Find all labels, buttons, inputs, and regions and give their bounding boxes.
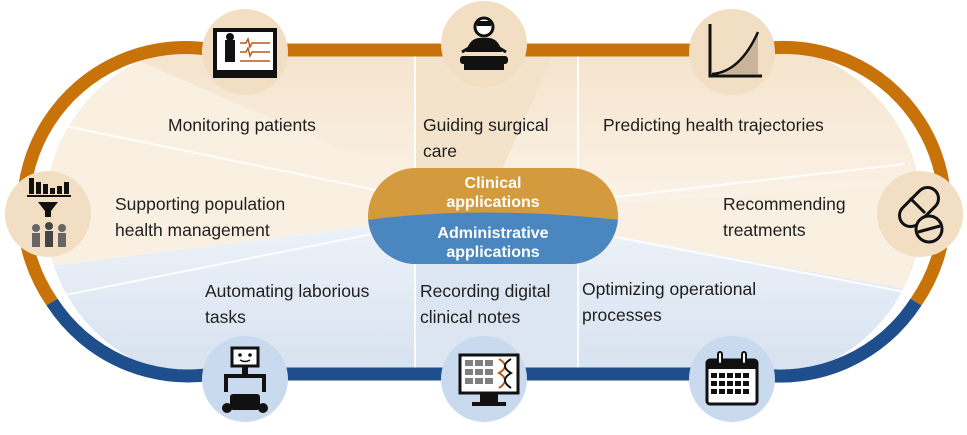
segment-label-line: Optimizing operational <box>582 279 757 299</box>
digital-records-icon <box>458 353 520 406</box>
administrative-line-1: Administrative <box>437 225 549 242</box>
surgeon-icon <box>460 16 508 70</box>
segment-label-monitoring: Monitoring patients <box>168 112 316 138</box>
segment-label-line: tasks <box>205 307 246 327</box>
population-icon <box>27 178 71 247</box>
clinical-line-2: applications <box>446 194 540 211</box>
segment-label-line: Recommending <box>723 194 846 214</box>
center-pill <box>368 168 618 264</box>
patient-monitor-icon <box>213 28 277 78</box>
trajectory-graph-icon <box>708 24 762 78</box>
segment-label-optimizing: Optimizing operational processes <box>582 276 756 328</box>
segment-label-line: Guiding surgical <box>423 115 549 135</box>
trajectory-circle <box>689 9 775 95</box>
segment-label-line: Automating laborious <box>205 281 370 301</box>
segment-label-line: Monitoring patients <box>168 115 316 135</box>
segment-label-population: Supporting population health management <box>115 191 285 243</box>
clinical-line-1: Clinical <box>464 175 522 192</box>
segment-label-line: Predicting health trajectories <box>603 115 824 135</box>
segment-label-surgical: Guiding surgical care <box>423 112 548 164</box>
segment-label-line: Recording digital <box>420 281 551 301</box>
segment-label-line: clinical notes <box>420 307 521 327</box>
segment-label-line: Supporting population <box>115 194 286 214</box>
segment-label-line: processes <box>582 305 662 325</box>
clinical-applications-label: Clinical applications <box>393 174 593 212</box>
segment-label-line: care <box>423 141 458 161</box>
segment-label-recording: Recording digital clinical notes <box>420 278 550 330</box>
robot-circle <box>202 336 288 422</box>
pills-circle <box>877 171 963 257</box>
robot-icon <box>222 346 268 413</box>
segment-label-automating: Automating laborious tasks <box>205 278 369 330</box>
pills-icon <box>898 186 944 244</box>
administrative-applications-label: Administrative applications <box>393 224 593 262</box>
administrative-line-2: applications <box>446 244 540 261</box>
calendar-icon <box>705 351 759 406</box>
segment-label-line: treatments <box>723 220 806 240</box>
segment-label-predicting: Predicting health trajectories <box>603 112 824 138</box>
segment-label-recommending: Recommending treatments <box>723 191 846 243</box>
segment-label-line: health management <box>115 220 270 240</box>
